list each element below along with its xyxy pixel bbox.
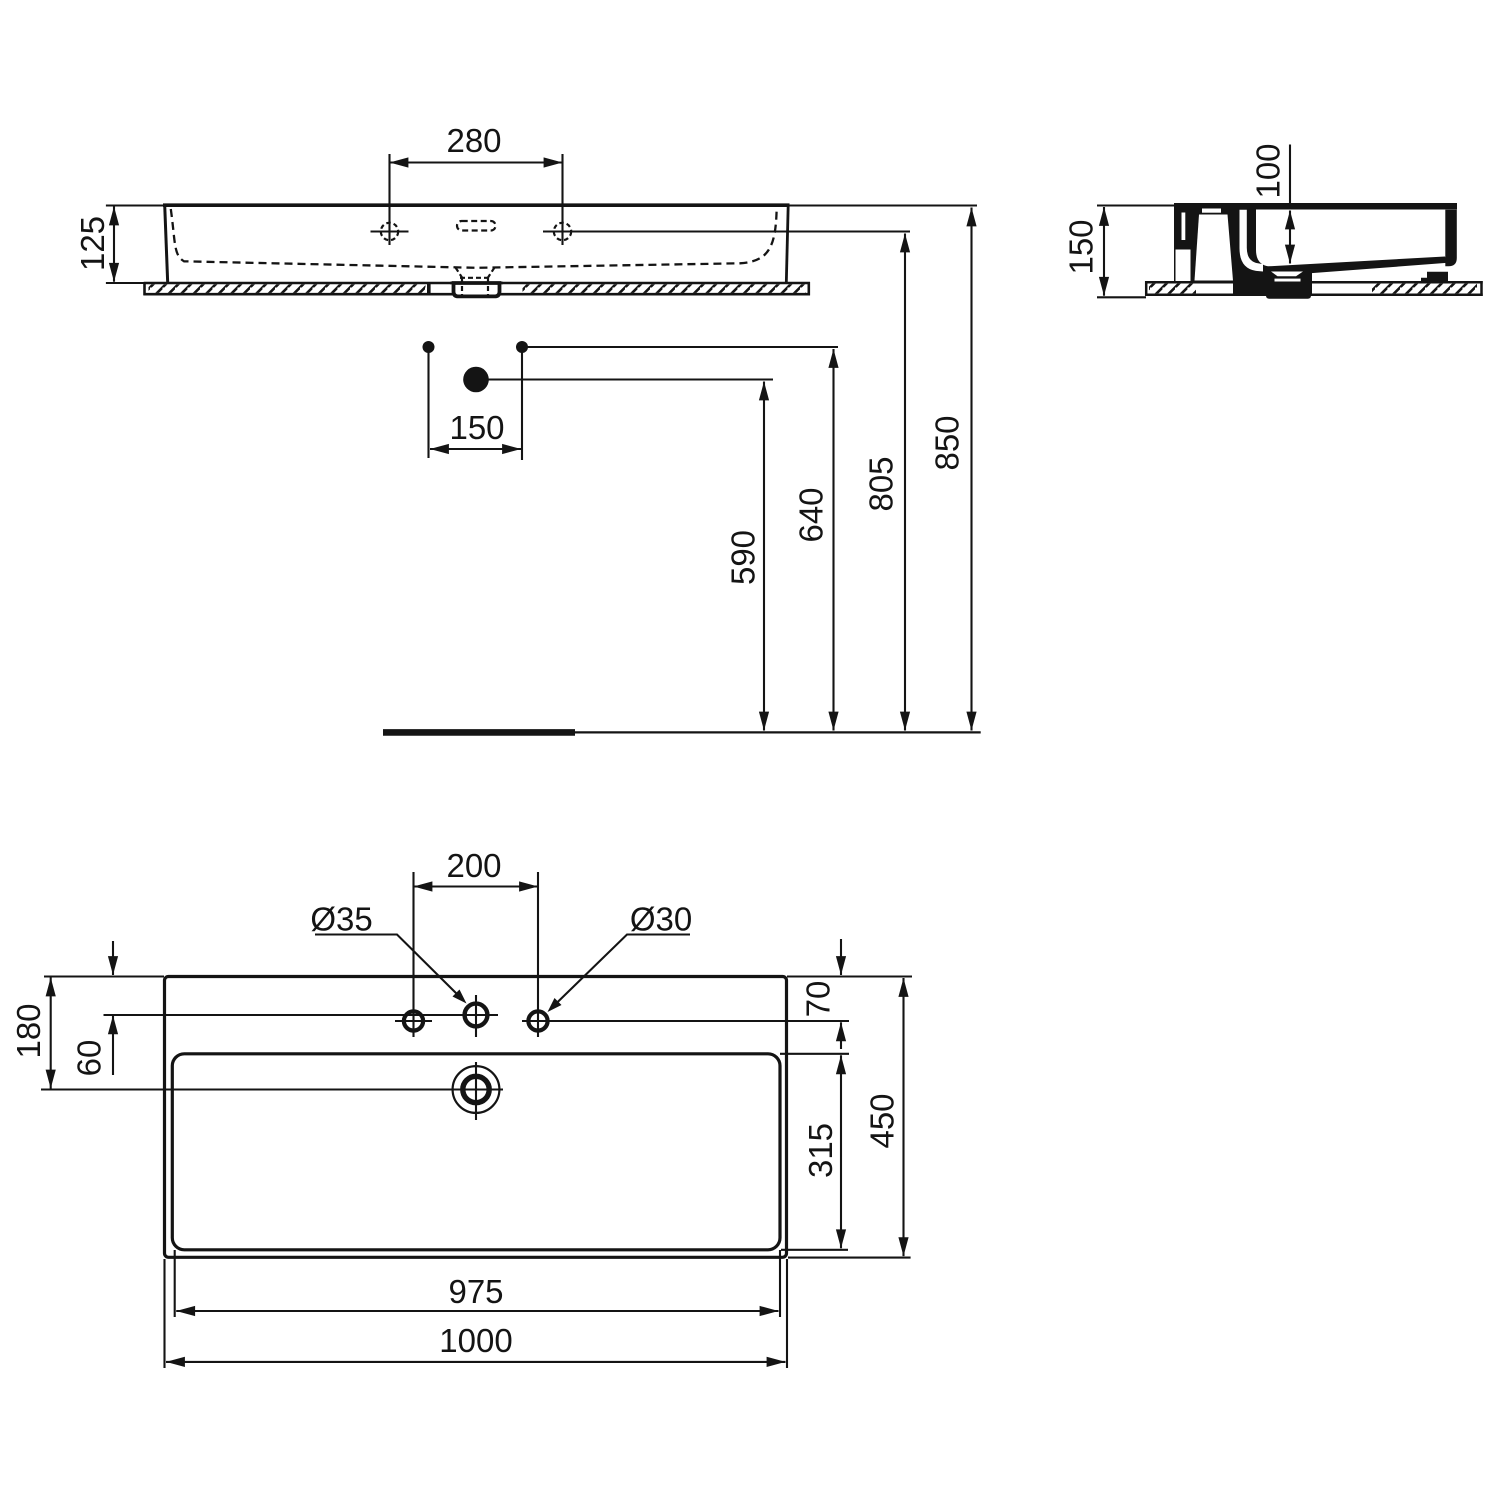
svg-text:975: 975 [448,1273,503,1310]
svg-text:100: 100 [1250,143,1287,198]
svg-text:70: 70 [800,981,837,1018]
svg-text:450: 450 [864,1093,901,1148]
svg-text:640: 640 [793,487,830,542]
svg-text:850: 850 [929,415,966,470]
svg-text:150: 150 [449,409,504,446]
svg-text:180: 180 [10,1003,47,1058]
svg-text:200: 200 [446,847,501,884]
svg-text:60: 60 [71,1040,108,1077]
svg-text:280: 280 [446,122,501,159]
svg-text:805: 805 [863,456,900,511]
svg-text:Ø35: Ø35 [310,901,372,938]
svg-text:125: 125 [74,216,111,271]
svg-text:315: 315 [802,1123,839,1178]
svg-text:590: 590 [725,530,762,585]
svg-text:Ø30: Ø30 [630,901,692,938]
svg-text:150: 150 [1063,219,1100,274]
svg-text:1000: 1000 [439,1322,512,1359]
